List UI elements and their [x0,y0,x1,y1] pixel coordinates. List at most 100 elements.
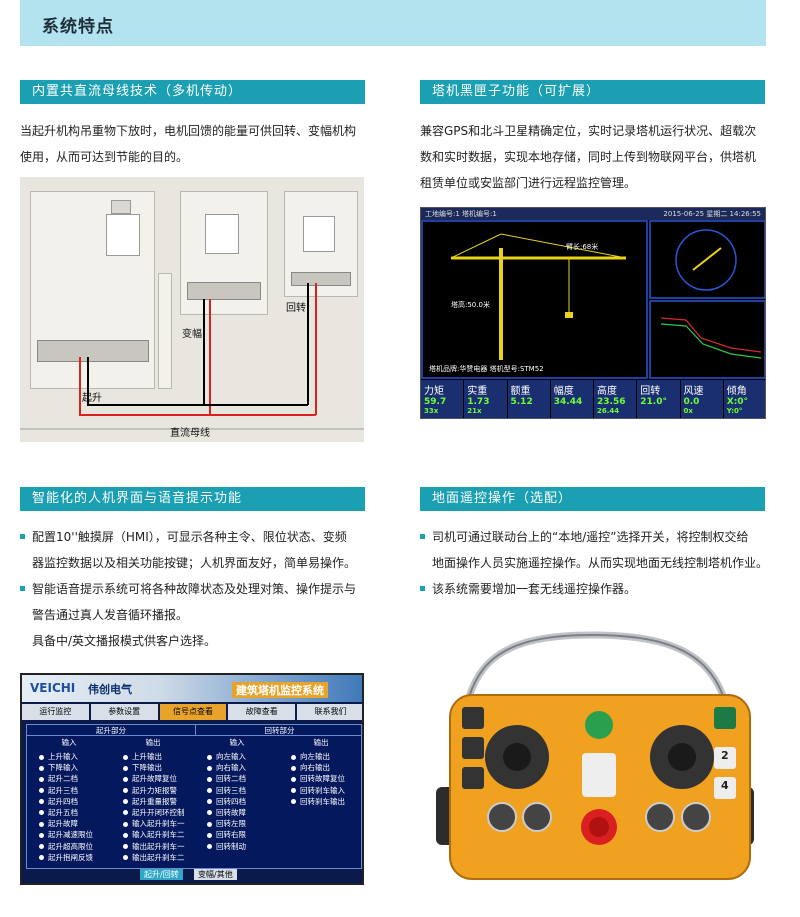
signal-item: 回转左限 [195,818,277,829]
signal-item: 下降输入 [27,762,109,773]
status-dot-icon [291,765,296,771]
status-dot-icon [39,844,44,849]
signal-grid: 起升部分 回转部分 输入 输出 输入 输出 上升输入下降输入起升二档起升三档起升… [26,724,362,869]
readout-name: 回转 [640,386,661,397]
readout-name: 额重 [510,386,531,397]
signal-item: 起升五档 [27,807,109,818]
remote-bullet: 司机可通过联动台上的“本地/遥控”选择开关，将控制权交给 [420,524,792,550]
status-dot-icon [123,788,128,794]
status-dot-icon [123,855,128,861]
status-dot-icon [207,810,212,816]
status-dot-icon [207,788,212,794]
slew-output-header: 输出 [313,738,329,747]
readout-name: 风速 [683,386,704,397]
status-dot-icon [39,799,44,805]
readout-sub: 21x [467,407,482,415]
black-box-text-line: 数和实时数据，实现本地存储，同时上传到物联网平台，供塔机 [420,150,757,164]
signal-item: 起升开闭环控制 [111,807,193,818]
signal-label: 回转制动 [216,841,246,851]
status-dot-icon [39,810,44,816]
status-dot-icon [207,832,212,838]
hmi-logo-bar: VEICHI 伟创电气 建筑塔机监控系统 [22,675,362,702]
signal-item: 回转刹车输入 [279,785,361,796]
crane-drawing [421,220,765,379]
readout-sub: 0x [683,407,693,415]
readout-value: X:0° [726,397,749,407]
signal-item: 回转三档 [195,785,277,796]
signal-label: 向左输出 [300,752,330,761]
signal-item: 向右输出 [279,762,361,773]
status-dot-icon [123,832,128,838]
status-dot-icon [291,799,296,805]
status-dot-icon [207,776,212,782]
tab-param-settings[interactable]: 参数设置 [90,704,158,720]
status-dot-icon [207,754,212,760]
signal-item: 上升输出 [111,751,193,762]
hmi-banner: 建筑塔机监控系统 [232,682,328,698]
status-dot-icon [123,799,128,805]
tab-hoist-slew[interactable]: 起升/回转 [140,869,183,880]
signal-label: 回转四档 [216,796,246,806]
signal-item: 输入起升刹车二 [111,829,193,840]
dc-bus-text-line: 当起升机构吊重物下放时，电机回馈的能量可供回转、变幅机构 [20,124,357,138]
signal-item: 回转故障复位 [279,773,361,784]
readout-name: 实重 [467,386,488,397]
section-title-dc-bus: 内置共直流母线技术（多机传动） [20,80,365,104]
status-dot-icon [39,832,44,838]
signal-label: 起升四档 [48,796,78,806]
tower-crane-monitor-screen: 工地编号:1 塔机编号:1 2015-06-25 星期二 14:26:55 臂长… [420,207,766,419]
signal-label: 回转故障复位 [300,774,345,784]
readout-sub: Y:0° [726,407,743,415]
readout-name: 倾角 [726,386,747,397]
readout-name: 幅度 [553,386,574,397]
readout-value: 0.0 [683,397,700,407]
hmi-bullet: 配置10''触摸屏（HMI），可显示各种主令、限位状态、变频 [20,524,392,550]
crane-site-id: 工地编号:1 塔机编号:1 [425,210,497,218]
remote-description: 司机可通过联动台上的“本地/遥控”选择开关，将控制权交给 地面操作人员实施遥控操… [420,524,792,602]
signal-label: 输出起升刹车一 [132,841,185,851]
group-slewing: 回转部分 [195,725,362,736]
readout-value: 34.44 [553,397,583,407]
tab-signal-points[interactable]: 信号点查看 [159,704,227,720]
tower-height-label: 塔高:50.0米 [451,301,490,309]
hmi-text-line: 警告通过真人发音循环播报。 [32,608,189,622]
signal-label: 输出起升刹车二 [132,852,185,862]
signal-label: 起升力矩报警 [132,785,177,795]
label-slewing: 回转 [286,303,306,314]
signal-label: 下降输入 [48,763,78,773]
signal-label: 起升二档 [48,774,78,784]
status-dot-icon [123,754,128,760]
status-dot-icon [207,844,212,849]
readout-value: 59.7 [424,397,447,407]
signal-label: 下降输出 [132,763,162,773]
signal-label: 起升抱闸反馈 [48,852,93,862]
signal-label: 回转左限 [216,819,246,829]
signal-item: 回转制动 [195,841,277,852]
tab-contact-us[interactable]: 联系我们 [297,704,362,720]
tab-run-monitor[interactable]: 运行监控 [22,704,89,720]
black-box-text-line: 租赁单位或安监部门进行远程监控管理。 [420,176,637,190]
signal-item: 回转二档 [195,773,277,784]
hoist-output-list: 上升输出下降输出起升故障复位起升力矩报警起升重量报警起升开闭环控制输入起升刹车一… [111,751,193,863]
readout-value: 23.56 [597,397,626,407]
tab-luffing-other[interactable]: 变幅/其他 [194,869,237,880]
status-dot-icon [39,788,44,794]
crane-screen-header: 工地编号:1 塔机编号:1 2015-06-25 星期二 14:26:55 [421,208,765,220]
bus-wiring [20,283,364,430]
hmi-bullet: 智能语音提示系统可将各种故障状态及处理对策、操作提示与 [20,576,392,602]
hoist-input-header: 输入 [61,738,77,747]
status-dot-icon [123,776,128,782]
signal-item: 起升故障 [27,818,109,829]
status-dot-icon [123,821,128,827]
signal-item: 起升二档 [27,773,109,784]
signal-label: 起升三档 [48,785,78,795]
label-hoist: 起升 [82,393,102,404]
signal-item: 起升抱闸反馈 [27,852,109,863]
tab-fault-view[interactable]: 故障查看 [228,704,296,720]
